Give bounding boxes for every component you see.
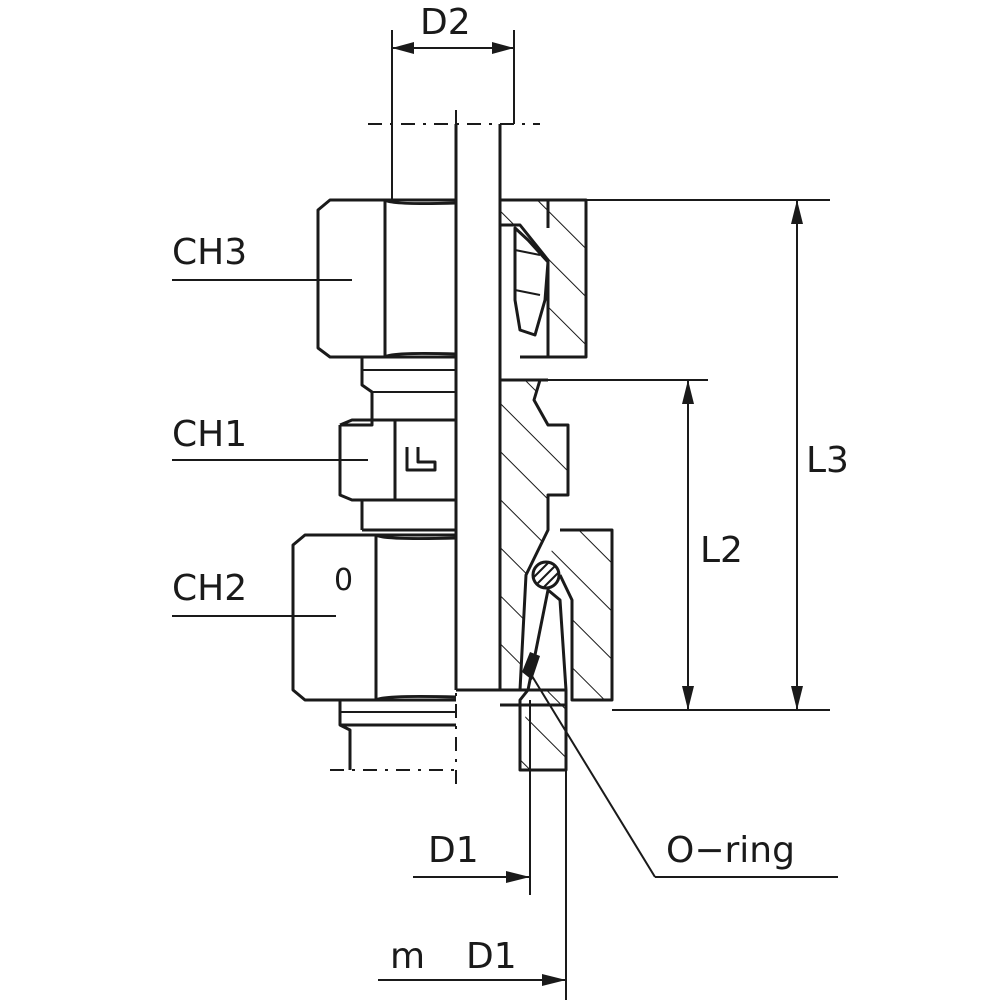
leader-ch1: CH1	[172, 414, 368, 461]
dimension-l3: L3	[586, 199, 849, 711]
leader-o-ring: O−ring	[531, 675, 838, 878]
ferrule	[513, 226, 550, 337]
external-view	[291, 198, 457, 770]
sealing-cone	[518, 588, 568, 772]
marking-symbol	[405, 447, 437, 472]
dimension-l2: L2	[548, 379, 743, 710]
m-d1-label: D1	[466, 936, 517, 977]
section-view	[500, 198, 614, 772]
hex-mark: 0	[334, 563, 353, 598]
dimension-d1: D1	[413, 700, 531, 895]
l2-label: L2	[700, 530, 743, 571]
body-section	[500, 378, 570, 691]
o-ring-seal	[522, 652, 540, 680]
leader-ch2: CH2	[172, 568, 336, 617]
d2-label: D2	[420, 2, 471, 43]
dimension-m-d1: m D1	[378, 770, 567, 1000]
ch1-label: CH1	[172, 414, 247, 455]
o-ring-label: O−ring	[666, 830, 795, 871]
m-label: m	[390, 936, 425, 977]
ch2-label: CH2	[172, 568, 247, 609]
tube	[454, 124, 502, 692]
d1-label: D1	[428, 830, 479, 871]
ch3-label: CH3	[172, 232, 247, 273]
ch3-hex-nut	[316, 198, 456, 359]
o-ring-circle	[531, 560, 561, 590]
dimension-d2: D2	[391, 2, 515, 200]
ch2-hex-nut	[291, 533, 456, 702]
leader-ch3: CH3	[172, 232, 352, 281]
l3-label: L3	[806, 440, 849, 481]
